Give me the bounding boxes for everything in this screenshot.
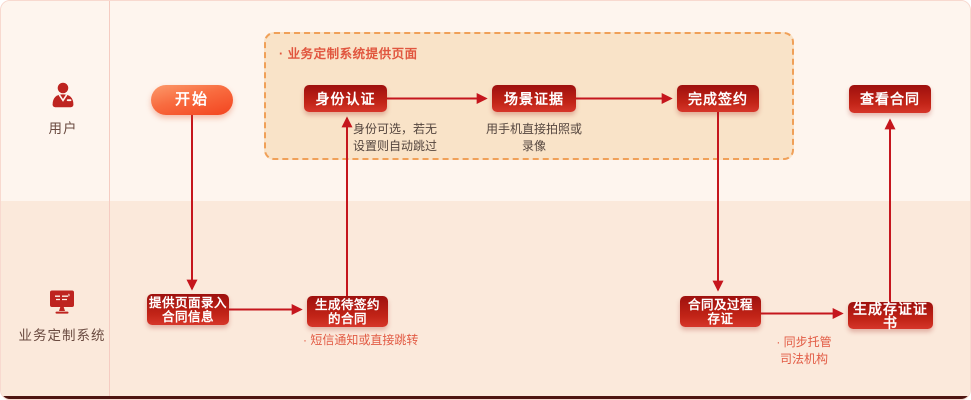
note-identity-optional: 身份可选，若无 设置则自动跳过 bbox=[352, 122, 437, 153]
lane-divider bbox=[109, 1, 110, 396]
node-generate-contract[interactable]: 生成待签约 的合同 bbox=[307, 296, 388, 327]
note-scene-capture: 用手机直接拍照或 录像 bbox=[485, 122, 582, 153]
lane-label-system: 业务定制系统 bbox=[18, 328, 106, 343]
note-sms-notify: · 短信通知或直接跳转 bbox=[303, 333, 419, 347]
node-provide-page[interactable]: 提供页面录入 合同信息 bbox=[147, 294, 229, 325]
system-pages-group-label: · 业务定制系统提供页面 bbox=[279, 47, 418, 61]
user-icon bbox=[48, 81, 78, 111]
node-identity-auth[interactable]: 身份认证 bbox=[304, 85, 387, 112]
lane-label-user: 用户 bbox=[48, 121, 78, 136]
bottom-accent-bar bbox=[1, 396, 970, 399]
node-contract-evidence[interactable]: 合同及过程 存证 bbox=[680, 296, 761, 327]
node-generate-cert[interactable]: 生成存证证书 bbox=[848, 302, 933, 330]
node-view-contract[interactable]: 查看合同 bbox=[849, 85, 931, 113]
lane-header-system: 业务定制系统 bbox=[7, 288, 117, 345]
node-complete-sign[interactable]: 完成签约 bbox=[677, 85, 759, 112]
node-scene-evidence[interactable]: 场景证据 bbox=[492, 85, 576, 112]
lane-header-user: 用户 bbox=[8, 81, 118, 138]
node-start[interactable]: 开始 bbox=[151, 85, 233, 115]
monitor-icon bbox=[47, 288, 77, 318]
note-judicial-escrow: · 同步托管 司法机构 bbox=[776, 335, 832, 366]
